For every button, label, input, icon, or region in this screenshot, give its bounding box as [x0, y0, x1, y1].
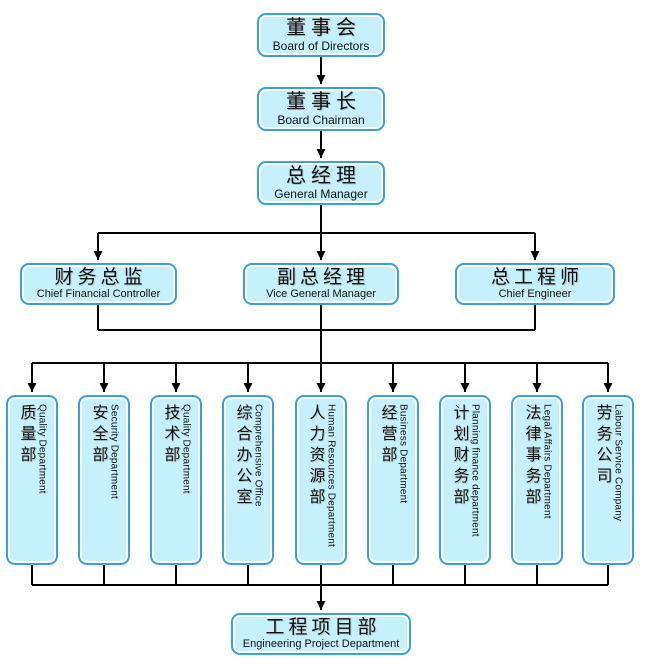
box-title-en: Chief Engineer — [498, 287, 572, 300]
box-general-manager: 总经理 General Manager — [257, 161, 385, 205]
box-title-zh: 总经理 — [286, 164, 361, 187]
box-dept-labour-service: 劳务公司 Labour Service Company — [582, 395, 634, 565]
box-board-of-directors: 董事会 Board of Directors — [257, 13, 385, 57]
dept-title-en: Legal Affairs Department — [541, 404, 553, 519]
dept-title-zh: 人力资源部 — [306, 404, 324, 509]
dept-title-en: Human Resources Department — [325, 404, 337, 548]
dept-title-zh: 安全部 — [89, 404, 107, 467]
dept-title-zh: 计划财务部 — [450, 404, 468, 509]
box-title-en: General Manager — [274, 186, 368, 201]
box-dept-human-resources: 人力资源部 Human Resources Department — [295, 395, 347, 565]
box-dept-planning-finance: 计划财务部 Planning finance department — [439, 395, 491, 565]
dept-title-en: Security Department — [108, 404, 120, 499]
box-title-en: Engineering Project Department — [242, 637, 400, 650]
box-title-zh: 董事会 — [286, 16, 361, 39]
dept-title-en: Planning finance department — [469, 404, 481, 537]
box-chief-financial-controller: 财务总监 Chief Financial Controller — [20, 263, 177, 305]
dept-title-zh: 劳务公司 — [593, 404, 611, 488]
box-dept-legal-affairs: 法律事务部 Legal Affairs Department — [511, 395, 563, 565]
box-engineering-project-department: 工程项目部 Engineering Project Department — [231, 613, 411, 655]
box-chief-engineer: 总工程师 Chief Engineer — [455, 263, 615, 305]
box-dept-quality: 质量部 Quality Department — [6, 395, 58, 565]
dept-title-zh: 法律事务部 — [522, 404, 540, 509]
dept-title-en: Labour Service Company — [612, 404, 624, 522]
dept-title-en: Comprehensive Office — [252, 404, 264, 507]
box-title-zh: 工程项目部 — [265, 616, 381, 638]
box-title-zh: 财务总监 — [54, 266, 147, 288]
box-title-zh: 总工程师 — [490, 266, 583, 288]
box-title-en: Vice General Manager — [266, 287, 376, 300]
box-dept-comprehensive-office: 综合办公室 Comprehensive Office — [222, 395, 274, 565]
box-title-zh: 副总经理 — [276, 266, 369, 288]
dept-title-zh: 技术部 — [161, 404, 179, 467]
box-dept-security: 安全部 Security Department — [78, 395, 130, 565]
box-dept-technology: 技术部 Quality Department — [150, 395, 202, 565]
box-dept-business: 经营部 Business Department — [367, 395, 419, 565]
dept-title-en: Quality Department — [36, 404, 48, 494]
dept-title-zh: 综合办公室 — [233, 404, 251, 509]
dept-title-en: Quality Department — [180, 404, 192, 494]
box-title-en: Chief Financial Controller — [36, 287, 161, 300]
box-board-chairman: 董事长 Board Chairman — [257, 87, 385, 131]
box-title-zh: 董事长 — [286, 90, 361, 113]
box-title-en: Board Chairman — [277, 112, 365, 127]
dept-title-en: Business Department — [397, 404, 409, 504]
box-title-en: Board of Directors — [272, 38, 370, 53]
dept-title-zh: 质量部 — [17, 404, 35, 467]
dept-title-zh: 经营部 — [378, 404, 396, 467]
box-vice-general-manager: 副总经理 Vice General Manager — [243, 263, 399, 305]
